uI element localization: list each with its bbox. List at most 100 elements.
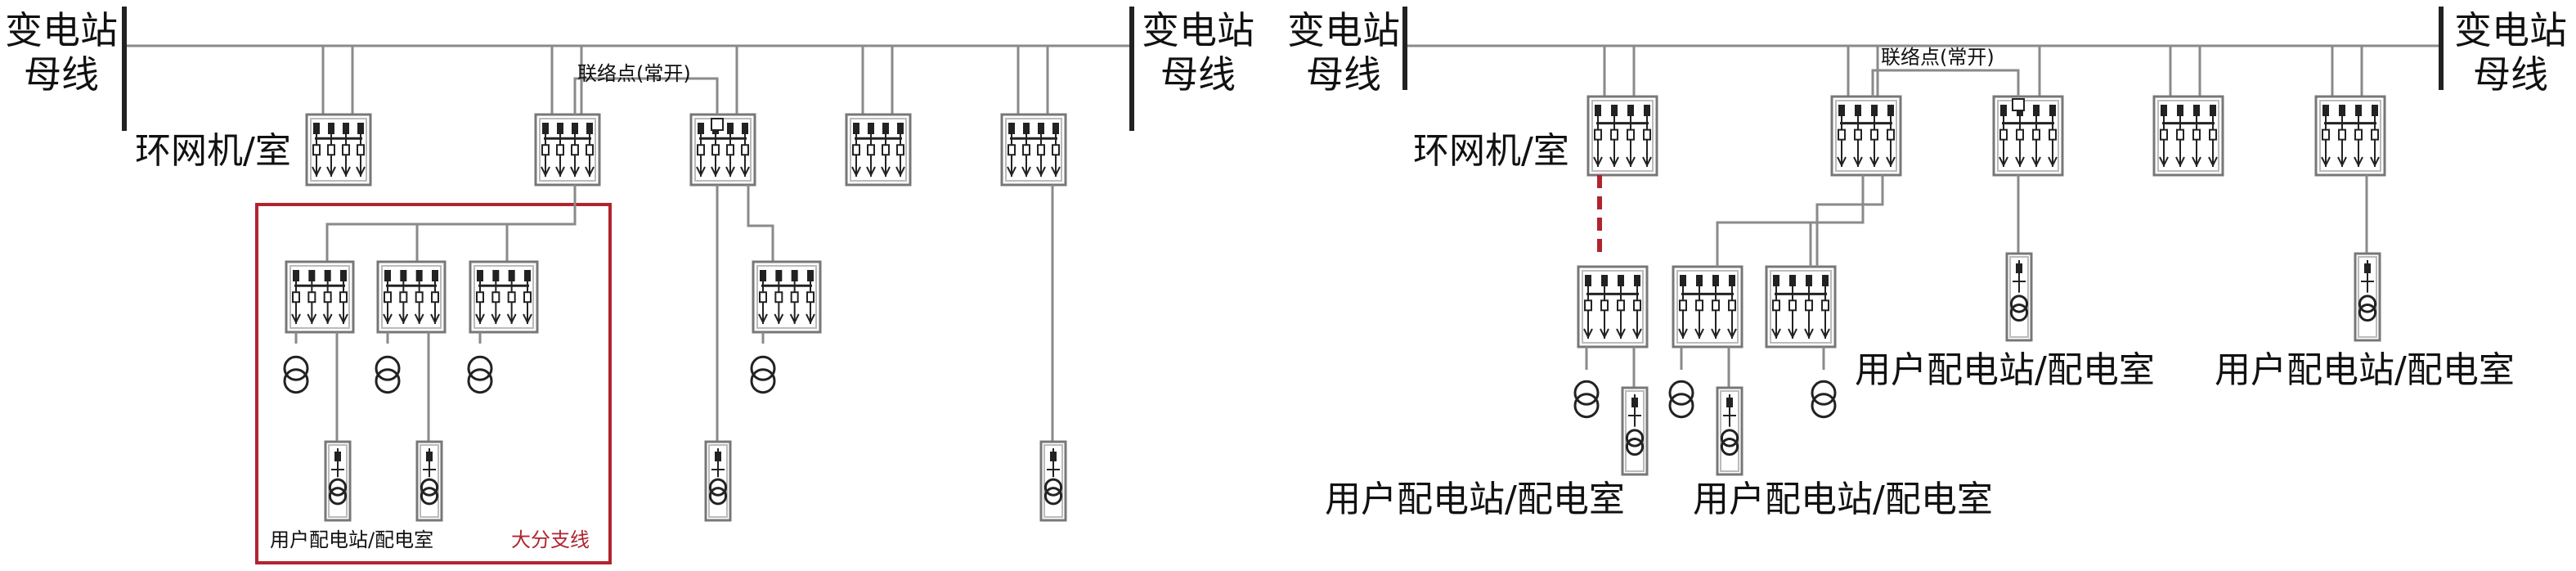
user-station-breaker [1631,398,1638,407]
switch-head [293,270,299,281]
switch-breaker [312,144,321,156]
right-branch-cabinet-2 [1765,265,1837,348]
switch-arrow [322,313,333,325]
cabinet-inner [289,265,350,329]
switch-arrow [1820,328,1830,339]
switch-head [508,270,515,281]
switch-head [542,123,549,134]
switch-breaker [2176,128,2184,141]
switch-arrow [2159,156,2169,168]
user-station-coil-bottom [420,487,439,506]
switch-breaker [697,144,705,156]
switch-arrow [1021,166,1031,178]
user-station-inner [708,444,728,518]
switch-breaker [1887,128,1895,141]
transformer-coil-bottom [1811,393,1837,419]
transformer-coil-top [467,355,493,381]
right-branch-transformer-0 [1573,380,1600,419]
switch-head [1822,275,1829,286]
switch-breaker [327,144,335,156]
switch-head [1038,123,1044,134]
switch-arrow [383,313,393,325]
switch-breaker [2322,128,2330,141]
transformer-coil-bottom [467,368,493,394]
switch-head [343,123,349,134]
left-cab2-sub-transformer [750,355,776,394]
switch-breaker [292,291,300,303]
switch-breaker [896,144,904,156]
user-station-breaker [715,452,721,461]
left-branch-user-station-0 [324,440,352,522]
user-station-breaker [1726,398,1733,407]
switch-breaker [357,144,365,156]
right-branch-transformer-1 [1668,380,1694,419]
switch-breaker [1600,299,1609,312]
switch-head [1729,275,1735,286]
switch-arrow [1583,328,1593,339]
switch-arrow [1727,328,1737,339]
switch-arrow [725,166,735,178]
switch-head [1696,275,1703,286]
switch-head [1611,105,1618,116]
switch-breaker [759,291,767,303]
right-user-station-label-3: 用户配电站/配电室 [1325,479,1625,520]
switch-head [432,270,438,281]
switch-breaker [1712,299,1720,312]
switch-head [1644,105,1650,116]
cabinet-inner [1770,270,1832,344]
switch-arrow [1886,156,1896,168]
left-ring-cabinet-4 [1000,113,1067,187]
switch-head [791,270,798,281]
switch-head [477,270,483,281]
switch-arrow [1626,156,1636,168]
switch-arrow [555,166,565,178]
right-tie-route [1871,69,2020,97]
switch-arrow [1036,166,1046,178]
switch-head [2000,105,2007,116]
transformer-coil-bottom [1668,393,1694,419]
right-branch-feed-a [1716,175,1865,267]
cabinet-inner [473,265,534,329]
switch-breaker [431,291,439,303]
switch-head [1838,105,1845,116]
cabinet-inner [1835,100,1897,172]
switch-arrow [414,313,424,325]
switch-arrow [1642,156,1652,168]
right-ring-cabinet-4 [2314,95,2386,177]
switch-arrow [789,313,800,325]
switch-breaker [726,144,734,156]
user-station-coil-bottom [1043,487,1063,506]
transformer-coil-top [1668,380,1694,406]
switch-arrow [2354,156,2363,168]
right-tie-switch [2012,98,2025,111]
switch-head [1595,105,1601,116]
switch-head [2339,105,2345,116]
switch-arrow [1853,156,1863,168]
left-branch-feed-b [415,223,575,262]
right-substation-bus-label-a: 变电站母线 [1287,8,1400,97]
switch-breaker [1821,299,1829,312]
cabinet-inner [2157,100,2219,172]
switch-head [775,270,783,281]
left-tie-point-label: 联络点(常开) [577,62,691,85]
switch-arrow [541,166,550,178]
switch-arrow [2208,156,2218,168]
switch-breaker [1610,128,1618,141]
large-branch-box [255,203,612,564]
switch-arrow [1771,328,1781,339]
switch-arrow [1711,328,1721,339]
left-trunk-drop-4 [1016,46,1049,115]
left-cab2-side-feed [747,185,774,262]
switch-head [698,123,704,134]
switch-head [897,123,904,134]
switch-head [1887,105,1894,116]
left-cab4-user-station [1039,440,1067,522]
switch-breaker [711,144,720,156]
user-station-coil-bottom [1720,437,1739,456]
switch-head [2193,105,2200,116]
user-station-inner [2009,256,2029,338]
right-branch-cabinet-1 [1672,265,1744,348]
left-branch-feed-c [417,223,509,262]
